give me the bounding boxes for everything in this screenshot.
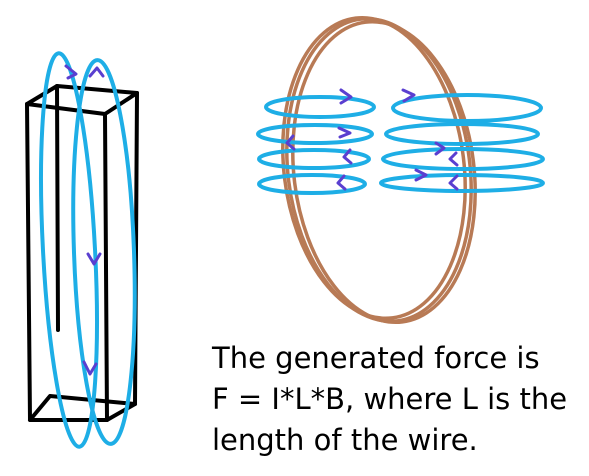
- coil-field-loop: [381, 147, 545, 171]
- bar-field-arrows: [64, 64, 105, 376]
- caption-line-1: The generated force is: [212, 341, 540, 375]
- arrow-icon: [64, 64, 78, 80]
- bar-back-right-edge: [133, 91, 139, 406]
- coil: [281, 15, 477, 325]
- arrow-icon: [86, 252, 102, 266]
- coil-turn: [291, 19, 477, 325]
- coil-field-loop: [384, 122, 540, 146]
- coil-field-loop: [391, 93, 543, 123]
- arrow-icon: [414, 168, 428, 182]
- bar-bottom-face: [28, 394, 137, 422]
- caption-line-2: F = I*L*B, where L is the: [212, 382, 568, 416]
- arrow-icon: [448, 151, 459, 167]
- rectangular-bar: [25, 84, 139, 422]
- bar-back-left-edge: [55, 84, 60, 332]
- caption: The generated force is F = I*L*B, where …: [212, 338, 584, 461]
- coil-field-loops-right: [379, 93, 545, 193]
- bar-field-loops: [39, 51, 137, 449]
- coil-field-loop: [257, 148, 371, 170]
- coil-field-loop: [256, 123, 374, 145]
- arrow-icon: [82, 360, 98, 376]
- caption-line-3: length of the wire.: [212, 423, 478, 457]
- bar-field-loop-left: [39, 51, 99, 449]
- coil-turn: [281, 15, 467, 321]
- arrow-icon: [339, 88, 353, 105]
- arrow-icon: [337, 126, 352, 139]
- arrow-icon: [336, 174, 347, 191]
- arrow-icon: [88, 66, 105, 78]
- arrow-icon: [448, 174, 459, 191]
- bar-field-loop-right: [71, 58, 137, 446]
- coil-field-loop: [257, 173, 367, 195]
- coil-field-loop: [264, 95, 376, 119]
- coil-field-loop: [379, 173, 545, 193]
- bar-front-right-edge: [103, 112, 109, 422]
- coil-field-arrows: [285, 88, 459, 191]
- arrow-icon: [285, 134, 296, 151]
- arrow-icon: [401, 88, 416, 103]
- arrow-icon: [342, 148, 353, 165]
- bar-front-left-edge: [25, 102, 32, 422]
- arrow-icon: [434, 141, 446, 156]
- coil-field-loops-left: [256, 95, 376, 195]
